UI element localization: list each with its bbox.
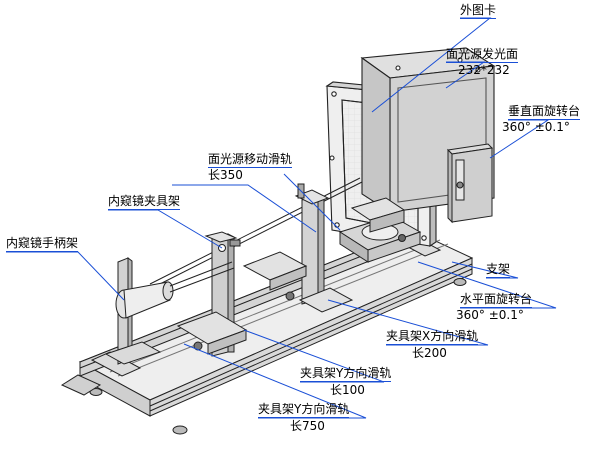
- label-clamp-y-rail-long: 夹具架Y方向滑轨: [258, 402, 350, 418]
- label-clamp-x-rail: 夹具架X方向滑轨: [386, 329, 479, 345]
- label-light-rail: 面光源移动滑轨: [208, 152, 293, 168]
- label-light-rail-length: 长350: [208, 168, 243, 182]
- label-vertical-rotation-stage: 垂直面旋转台: [508, 104, 581, 120]
- label-external-card: 外图卡: [460, 3, 497, 19]
- label-horizontal-rotation-spec: 360° ±0.1°: [456, 308, 524, 322]
- label-clamp-x-rail-length: 长200: [412, 346, 447, 360]
- label-clamp-y-rail-short-length: 长100: [330, 383, 365, 397]
- carriages: [176, 251, 354, 355]
- label-vertical-rotation-spec: 360° ±0.1°: [502, 120, 570, 134]
- horizontal-rotation-stage: [338, 197, 422, 263]
- label-clamp-y-rail-short: 夹具架Y方向滑轨: [300, 366, 392, 382]
- label-bracket: 支架: [486, 262, 511, 278]
- label-horizontal-rotation-stage: 水平面旋转台: [460, 292, 533, 308]
- vertical-rotation-stage: [446, 143, 494, 224]
- light-source-rail: [149, 177, 363, 289]
- endoscope: [115, 261, 235, 319]
- label-light-panel-size: 232*232: [458, 63, 510, 77]
- label-clamp-y-rail-long-length: 长750: [290, 419, 325, 433]
- label-endoscope-clamp: 内窥镜夹具架: [108, 194, 181, 210]
- label-light-panel: 面光源发光面: [446, 47, 519, 63]
- label-endoscope-handle-holder: 内窥镜手柄架: [6, 236, 79, 252]
- base-frame: [60, 229, 474, 435]
